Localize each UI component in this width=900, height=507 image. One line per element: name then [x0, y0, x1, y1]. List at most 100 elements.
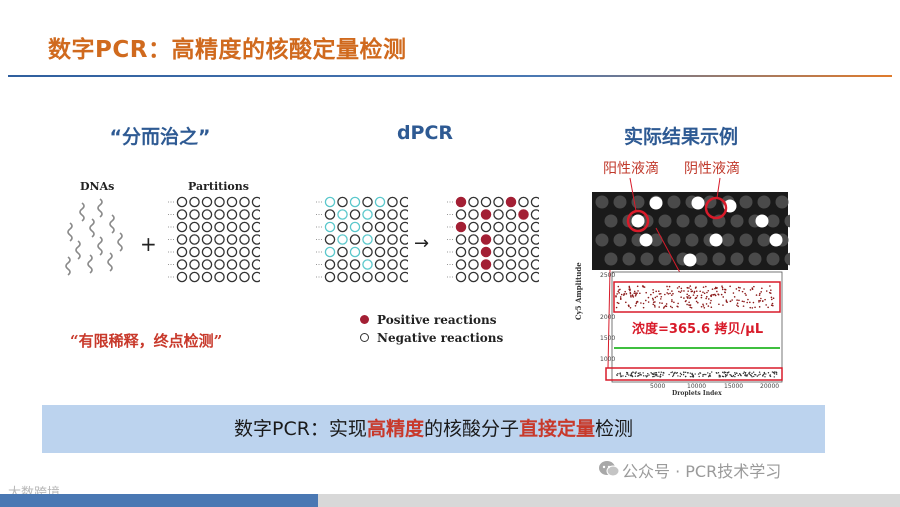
droplet — [667, 195, 681, 209]
scatter-point-negative — [672, 374, 675, 376]
partition-cell — [349, 221, 361, 233]
scatter-point-negative — [645, 375, 647, 377]
scatter-point-negative — [679, 375, 681, 378]
droplet — [613, 233, 627, 247]
scatter-point-positive — [706, 291, 708, 294]
scatter-point-positive — [634, 304, 637, 307]
scatter-point-negative — [619, 372, 621, 374]
scatter-point-positive — [690, 288, 692, 291]
scatter-point-positive — [624, 290, 626, 293]
scatter-point-positive — [770, 298, 773, 301]
scatter-point-negative — [642, 375, 645, 377]
dna-squiggle — [109, 214, 115, 234]
scatter-point-positive — [617, 285, 620, 288]
partition-cell — [189, 196, 200, 208]
scatter-point-positive — [653, 304, 656, 307]
scatter-point-positive — [686, 287, 689, 289]
column-heading-dpcr: dPCR — [396, 122, 454, 144]
scatter-point-negative — [691, 376, 693, 378]
dna-squiggle — [67, 222, 73, 242]
partition-cell — [362, 246, 373, 258]
partition-cell — [480, 221, 492, 233]
droplet — [757, 195, 771, 209]
partition-cell — [387, 209, 398, 220]
scatter-point-negative — [680, 373, 683, 376]
partition-cell — [189, 259, 200, 270]
scatter-point-positive — [724, 291, 726, 294]
scatter-point-positive — [725, 299, 728, 302]
scatter-point-positive — [749, 289, 752, 291]
partitions-label: Partitions — [188, 180, 249, 193]
partition-cell — [530, 234, 539, 245]
annotation-line — [607, 269, 611, 369]
partition-cell — [493, 221, 504, 233]
scatter-point-negative — [639, 372, 641, 374]
scatter-point-positive — [721, 285, 723, 287]
scatter-point-negative — [746, 374, 748, 376]
droplet-positive — [639, 233, 653, 247]
droplet — [595, 233, 609, 247]
scatter-point-negative — [734, 373, 736, 376]
scatter-point-negative — [740, 374, 742, 376]
scatter-point-positive — [635, 302, 638, 305]
scatter-point-positive — [680, 287, 683, 290]
column-heading-divide: “分而治之” — [109, 126, 211, 148]
droplet — [748, 252, 762, 266]
droplet — [730, 252, 744, 266]
partition-cell — [530, 246, 539, 258]
scatter-point-negative — [679, 372, 682, 375]
scatter-point-positive — [643, 286, 646, 288]
watermark-text: 公众号 · PCR技术学习 — [622, 462, 782, 481]
scatter-point-negative — [639, 374, 641, 376]
scatter-point-positive — [720, 293, 723, 296]
dna-squiggle — [107, 252, 113, 272]
scatter-point-positive — [686, 303, 688, 306]
scatter-point-negative — [689, 375, 692, 378]
scatter-point-negative — [763, 371, 766, 374]
scatter-point-negative — [673, 373, 675, 375]
partition-cell — [189, 246, 200, 258]
scatter-point-negative — [628, 374, 630, 376]
scatter-point-negative — [763, 373, 766, 375]
partition-cell — [518, 234, 529, 245]
scatter-point-positive — [686, 293, 689, 296]
dna-squiggle — [117, 232, 123, 252]
scatter-point-positive — [689, 285, 692, 287]
partition-cell — [480, 209, 492, 220]
scatter-point-negative — [719, 374, 721, 377]
scatter-point-positive — [683, 297, 685, 299]
scatter-point-positive — [669, 305, 672, 308]
scatter-point-positive — [640, 302, 642, 304]
scatter-point-negative — [759, 373, 761, 376]
negative-droplet-annotation: 阴性液滴 — [684, 161, 740, 177]
scatter-point-positive — [620, 293, 623, 296]
scatter-point-positive — [746, 301, 749, 304]
scatter-point-positive — [639, 292, 641, 295]
partition-cell — [214, 271, 225, 283]
partition-grid-before — [316, 196, 408, 283]
scatter-point-negative — [677, 375, 679, 377]
droplet — [622, 252, 636, 266]
scatter-point-positive — [671, 306, 673, 309]
plot-xtick-5000: 5000 — [650, 383, 666, 390]
partition-cell — [226, 246, 238, 258]
scatter-point-positive — [693, 290, 696, 293]
scatter-point-negative — [751, 376, 753, 378]
scatter-point-positive — [758, 306, 761, 308]
droplet-positive — [769, 233, 783, 247]
scatter-point-positive — [717, 293, 720, 296]
scatter-point-positive — [625, 293, 628, 295]
partition-cell — [349, 271, 361, 283]
scatter-point-positive — [710, 295, 712, 298]
scatter-point-positive — [737, 305, 739, 308]
partition-cell — [455, 196, 467, 208]
scatter-point-positive — [738, 289, 740, 292]
scatter-point-positive — [642, 285, 644, 287]
scatter-point-negative — [744, 373, 747, 375]
dna-squiggle — [75, 240, 81, 260]
scatter-point-negative — [658, 371, 660, 373]
partition-cell — [349, 209, 361, 220]
partition-cell — [349, 234, 361, 245]
scatter-point-positive — [680, 296, 682, 299]
scatter-point-negative — [646, 375, 649, 377]
